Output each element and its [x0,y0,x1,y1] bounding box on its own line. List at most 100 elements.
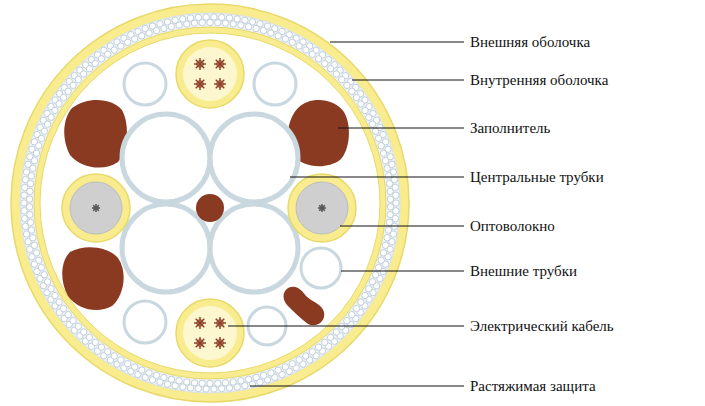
armor-wire [358,101,364,107]
armor-wire [199,380,205,386]
armor-wire [353,305,359,311]
central-tube [210,204,298,292]
armor-wire [131,36,137,42]
armor-wire [338,76,344,82]
armor-wire [153,372,159,378]
part-label: Центральные трубки [470,168,604,186]
armor-wire [146,370,152,376]
armor-wire [199,19,205,25]
armor-wire [105,349,111,355]
armor-wire [362,107,368,113]
armor-wire [27,211,33,217]
armor-wire [382,242,388,248]
armor-wire [70,82,76,88]
part-label: Оптоволокно [470,217,555,235]
armor-wire [387,204,393,210]
armor-wire [86,65,92,71]
armor-wire [81,71,87,77]
conductor-star [194,78,206,90]
armor-wire [321,60,327,66]
armor-wire [26,204,32,210]
armor-wire [131,364,137,370]
armor-wire [260,372,266,378]
armor-wire [380,150,386,156]
core-ground [40,33,380,373]
armor-wire [387,211,393,217]
optical-fiber [62,174,130,242]
armor-wire [215,380,221,386]
armor-wire [31,157,37,163]
strand [196,60,204,68]
armor-wire [230,379,236,385]
armor-wire [153,27,159,33]
armor-wire [65,88,71,94]
armor-wire [52,292,58,298]
leader-line [338,128,464,129]
armor-wire [369,279,375,285]
armor-wire [36,257,42,263]
outer-tube [124,63,166,105]
armor-wire [86,334,92,340]
leader-line [250,386,464,387]
armor-wire [366,286,372,292]
armor-wire [238,22,244,28]
armor-wire [65,311,71,317]
armor-wire [353,94,359,100]
armor-wire [28,227,34,233]
strand [319,205,325,211]
armor-wire [327,334,333,340]
armor-wire [38,264,44,270]
armor-wire [289,360,295,366]
part-label: Внешняя оболочка [470,33,590,51]
armor-wire [48,286,54,292]
armor-wire [387,188,393,194]
armor-wire [118,43,124,49]
leader-line [228,326,464,327]
armor-wire [56,299,62,305]
armor-wire [125,360,131,366]
armor-wire [27,188,33,194]
armor-wire [385,173,391,179]
armor-wire [380,250,386,256]
armor-wire [309,51,315,57]
armor-wire [41,128,47,134]
armor-wire [98,56,104,62]
conductor-star [194,317,206,329]
armor-wire [207,380,213,386]
part-label: Внутренняя оболочка [470,71,608,89]
armor-wire [253,374,259,380]
strand [216,60,224,68]
armor-wire [30,165,36,171]
armor-wire [282,36,288,42]
strand [216,80,224,88]
central-tube [210,114,298,202]
strand [93,205,99,211]
armor-wire [387,196,393,202]
armor-wire [38,135,44,141]
outer-tube [254,63,296,105]
armor-wire [207,19,213,25]
armor-wire [92,339,98,345]
armor-wire [385,227,391,233]
strand [196,339,204,347]
armor-wire [222,380,228,386]
armor-wire [27,219,33,225]
armor-wire [75,76,81,82]
outer-tube [301,248,341,288]
outer-tube [124,301,166,343]
filler [64,100,127,168]
center-filler [196,194,224,222]
armor-wire [386,180,392,186]
part-label: Электрический кабель [470,317,614,335]
armor-wires [21,14,399,392]
armor-wire [372,272,378,278]
conductor-star [214,317,226,329]
armor-wire [382,157,388,163]
armor-wire [28,173,34,179]
armor-wire [92,60,98,66]
filler [62,247,123,310]
armor-wire [26,196,32,202]
armor-wire [125,39,131,45]
